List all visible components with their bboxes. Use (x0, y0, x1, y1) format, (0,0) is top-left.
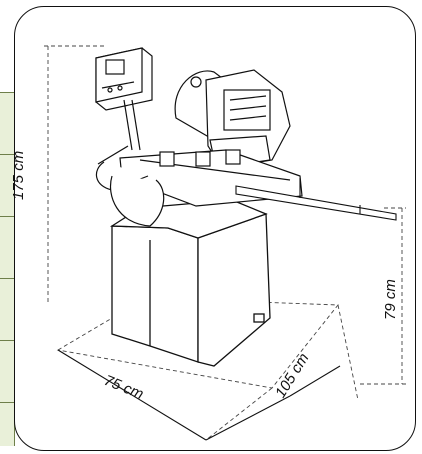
machine-base (109, 199, 271, 367)
control-box (95, 47, 153, 151)
table-row (0, 402, 14, 446)
height-dimension-label: 175 cm (10, 150, 27, 200)
bar-stock (235, 178, 397, 221)
dimension-arrows (57, 349, 341, 441)
saw-head (174, 69, 291, 169)
table-row (0, 216, 14, 278)
table-row (0, 340, 14, 402)
table-height-dimension-label: 79 cm (382, 279, 399, 320)
table-row (0, 92, 14, 154)
table-row (0, 154, 14, 216)
dimension-lines (44, 45, 406, 441)
left-table-strip (0, 92, 15, 446)
table-row (0, 278, 14, 340)
